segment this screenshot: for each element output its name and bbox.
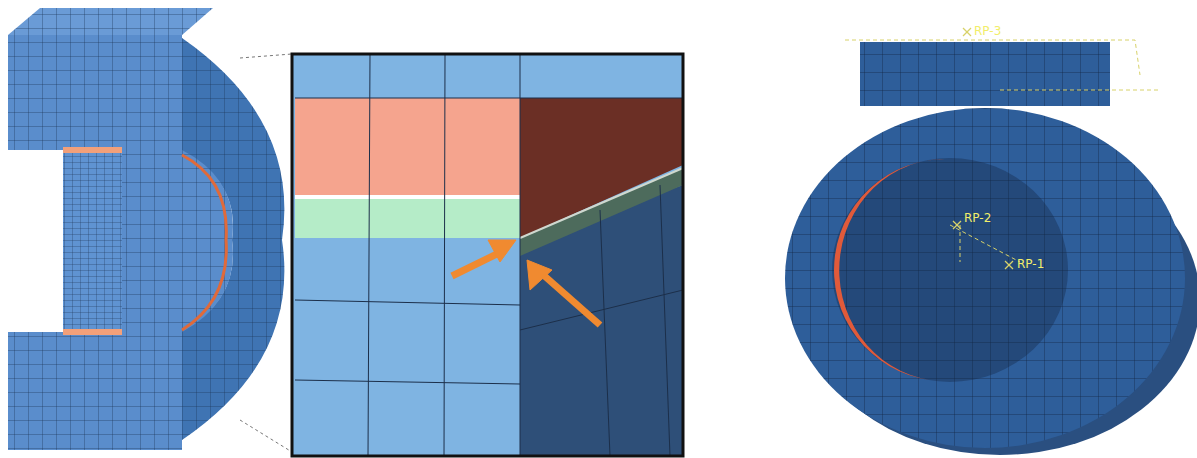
reference-point-label: RP-3 [973,25,1002,37]
zoom-detail [292,54,683,456]
full-model [785,28,1197,455]
reference-point-label: RP-2 [963,212,992,224]
section-model [8,8,292,452]
reference-point-label: RP-1 [1016,258,1045,270]
